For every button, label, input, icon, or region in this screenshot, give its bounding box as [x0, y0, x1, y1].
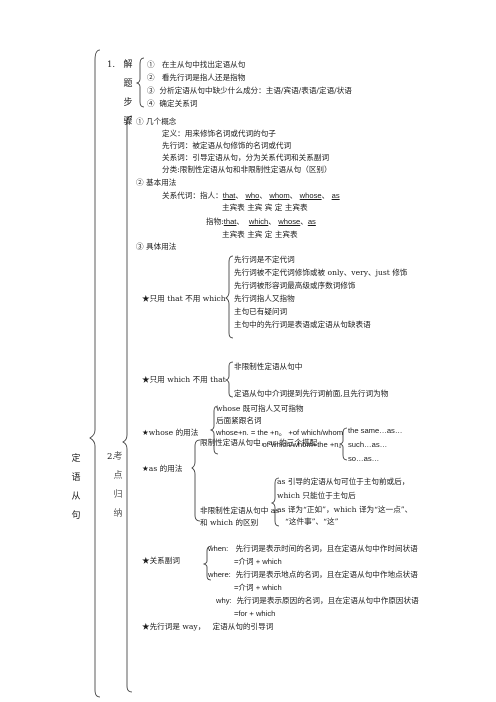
- step-num: ④: [147, 99, 155, 108]
- step-4: ④ 确定关系词: [147, 99, 197, 108]
- rel-adv-text: 先行词是表示地点的名词，且在定语从句中作地点状语: [235, 570, 418, 579]
- as-note: “这件事”、“这”: [285, 517, 339, 526]
- as-note: as 译为“正如”，which 译为“这一点”、: [277, 505, 413, 514]
- step-num: ②: [147, 73, 155, 82]
- pronoun-word: that: [222, 191, 236, 200]
- rel-adv-label: ★关系副词: [142, 556, 180, 565]
- step-3: ③ 分析定语从句中缺少什么成分：主语/宾语/表语/定语/状语: [147, 86, 352, 95]
- sec2-title-char: 点: [113, 471, 123, 481]
- way-text: 定语从句的引导词: [212, 622, 274, 631]
- specific-usage-heading: ③ 具体用法: [136, 242, 177, 251]
- concept-line: 定义：用来修饰名词或代词的句子: [162, 129, 276, 138]
- which-only-label: ★只用 which 不用 that: [142, 375, 226, 384]
- as-nonrestrictive-label: 非限制性定语从句中 as 和 which 的区别: [200, 506, 280, 527]
- sec1-title-char: 解: [123, 60, 133, 70]
- that-only-label: ★只用 that 不用 which: [142, 294, 226, 303]
- sec2-title-char: 归: [113, 490, 123, 500]
- as-label: ★as 的用法: [142, 464, 183, 473]
- rel-adv-word: why:: [216, 596, 232, 605]
- pronoun-word: whom: [269, 191, 290, 200]
- sec2-title: 考 点 归 纳: [113, 448, 123, 524]
- pronoun-thing-label: 指物:: [206, 217, 224, 226]
- sec1-title-char: 骤: [123, 117, 133, 127]
- pronoun-word: as: [331, 191, 340, 200]
- basic-usage-heading: ② 基本用法: [136, 178, 177, 187]
- pronoun-thing-row: 指物:that、 which、 whose、as: [206, 217, 316, 226]
- sec2-title-char: 纳: [113, 509, 123, 519]
- rel-adv-word: where:: [208, 570, 231, 579]
- step-text: 确定关系词: [159, 99, 198, 108]
- step-text: 看先行词是指人还是指物: [161, 73, 246, 82]
- as-restrictive-label: 限制性定语从句中，as 的三个搭配: [200, 438, 318, 447]
- rel-adv-eq: =介词 + which: [234, 583, 282, 592]
- sec1-title-char: 步: [123, 98, 133, 108]
- pronoun-person-row: 关系代词：指人：that、 who、 whom、 whose、 as: [162, 191, 340, 200]
- sec2-number: 2.: [107, 452, 116, 462]
- step-2: ② 看先行词是指人还是指物: [147, 73, 245, 82]
- rel-adv-text: 先行词是表示原因的名词，且在定语从句中作原因状语: [236, 596, 419, 605]
- that-only-item: 先行词被形容词最高级或序数词修饰: [234, 281, 356, 290]
- root-char: 从: [71, 492, 81, 502]
- pronoun-word: whose: [299, 191, 322, 200]
- which-only-item: 非限制性定语从句中: [234, 362, 303, 371]
- concept-line: 关系词：引导定语从句，分为关系代词和关系副词: [162, 153, 330, 162]
- which-only-item: 定语从句中介词提到先行词前面,且先行词为物: [234, 389, 389, 398]
- root-char: 定: [71, 454, 81, 464]
- whose-item: = of which/whom+the +n。: [256, 440, 347, 449]
- step-1: ① 在主从句中找出定语从句: [147, 60, 245, 69]
- step-text: 分析定语从句中缺少什么成分：主语/宾语/表语/定语/状语: [159, 86, 352, 95]
- that-only-item: 主句中的先行词是表语或定语从句缺表语: [234, 320, 371, 329]
- as-collocation: the same…as…: [348, 426, 403, 435]
- rel-adv-when: when: 先行词是表示时间的名词，且在定语从句中作时间状语: [208, 544, 418, 553]
- whose-item: whose+n. = the +n。 +of which/whom: [216, 428, 344, 437]
- concepts-heading: ① 几个概念: [136, 117, 177, 126]
- concept-line: 分类:限制性定语从句和非限制性定语从句（区别）: [162, 165, 332, 174]
- rel-adv-where: where: 先行词是表示地点的名词，且在定语从句中作地点状语: [208, 570, 418, 579]
- whose-item: whose 既可指人又可指物: [216, 404, 304, 413]
- pronoun-word: whose: [278, 217, 301, 226]
- pronoun-thing-roles: 主宾表 主宾 定 主宾表: [222, 230, 298, 239]
- step-num: ①: [147, 60, 155, 69]
- root-char: 语: [71, 473, 81, 483]
- as-note: which 只能位于主句后: [277, 491, 356, 500]
- sec1-title-char: 题: [123, 79, 133, 89]
- way-row: ★先行词是 way， 定语从句的引导词: [142, 622, 273, 631]
- that-only-item: 主句已有疑问词: [234, 307, 288, 316]
- that-only-item: 先行词是不定代词: [234, 255, 295, 264]
- concept-line: 先行词：被定语从句修饰的名词或代词: [162, 141, 292, 150]
- pronoun-word: which: [248, 217, 269, 226]
- rel-adv-eq: =for + which: [234, 609, 276, 618]
- whose-item: 后面紧跟名词: [216, 416, 262, 425]
- way-label: ★先行词是 way，: [142, 622, 206, 631]
- as-note: as 引导的定语从句可位于主句前或后，: [277, 477, 410, 486]
- that-only-item: 先行词被不定代词修饰或被 only、very、just 修饰: [234, 268, 408, 277]
- rel-adv-why: why: 先行词是表示原因的名词，且在定语从句中作原因状语: [216, 596, 419, 605]
- pronoun-word: who: [245, 191, 260, 200]
- pronoun-word: as: [307, 217, 316, 226]
- rel-adv-word: when:: [208, 544, 229, 553]
- as-collocation: so…as…: [348, 454, 380, 463]
- rel-adv-eq: =介词 + which: [234, 557, 282, 566]
- sec2-title-char: 考: [113, 452, 123, 462]
- whose-label: ★whose 的用法: [142, 428, 199, 437]
- pronoun-person-label: 关系代词：指人：: [162, 191, 223, 200]
- root-title: 定 语 从 句: [71, 450, 81, 526]
- sec1-number: 1.: [107, 60, 116, 70]
- rel-adv-text: 先行词是表示时间的名词，且在定语从句中作时间状语: [235, 544, 418, 553]
- pronoun-person-roles: 主宾表 主宾 宾 定 主宾表: [222, 203, 308, 212]
- sec1-title: 解 题 步 骤: [123, 56, 133, 132]
- as-collocation: such…as…: [348, 440, 388, 449]
- step-num: ③: [147, 86, 155, 95]
- step-text: 在主从句中找出定语从句: [161, 60, 246, 69]
- that-only-item: 先行词指人又指物: [234, 294, 295, 303]
- pronoun-word: that: [223, 217, 237, 226]
- root-char: 句: [71, 511, 81, 521]
